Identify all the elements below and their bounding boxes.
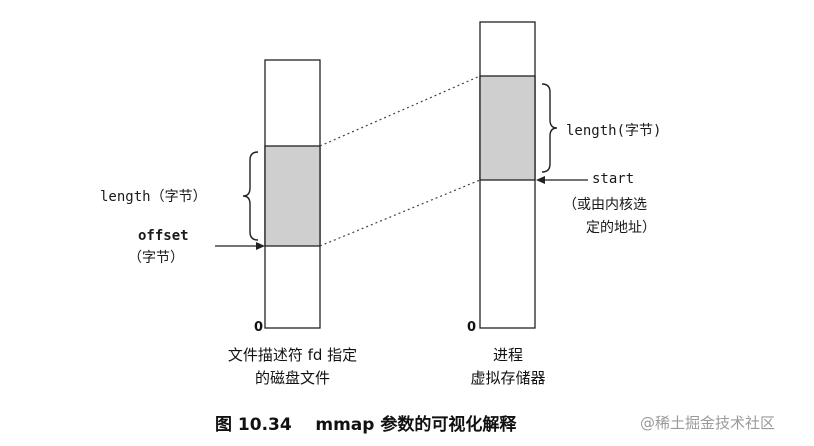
left-length-brace	[242, 151, 259, 241]
disk-file-caption-line2: 的磁盘文件	[254, 369, 330, 387]
mapping-top-dotted-line	[319, 75, 481, 147]
left-zero-label: 0	[254, 320, 264, 335]
left-length-label: length（字节）	[100, 189, 207, 205]
watermark: @稀土掘金技术社区	[640, 414, 776, 432]
disk-file-caption-line1: 文件描述符 fd 指定	[227, 346, 358, 364]
offset-unit-label: （字节）	[128, 250, 184, 266]
right-length-brace	[541, 83, 558, 173]
start-note-line1: （或由内核选	[563, 197, 647, 213]
mapping-bottom-dotted-line	[319, 179, 481, 247]
right-zero-label: 0	[467, 320, 477, 335]
offset-arrowhead	[256, 242, 265, 250]
virtual-memory-caption-line2: 虚拟存储器	[470, 369, 546, 387]
right-length-label: length(字节)	[566, 123, 662, 139]
virtual-memory-caption: 进程 虚拟存储器	[448, 344, 568, 390]
virtual-memory-caption-line1: 进程	[492, 346, 523, 364]
start-arrowhead	[536, 176, 545, 184]
disk-file-caption: 文件描述符 fd 指定 的磁盘文件	[205, 344, 380, 390]
disk-file-mapped-region	[264, 145, 321, 247]
start-note-line2: 定的地址）	[586, 220, 656, 236]
start-label: start	[592, 171, 635, 187]
virtual-memory-mapped-region	[479, 75, 536, 181]
offset-label: offset	[138, 228, 189, 244]
figure-title: 图 10.34 mmap 参数的可视化解释	[215, 415, 517, 435]
